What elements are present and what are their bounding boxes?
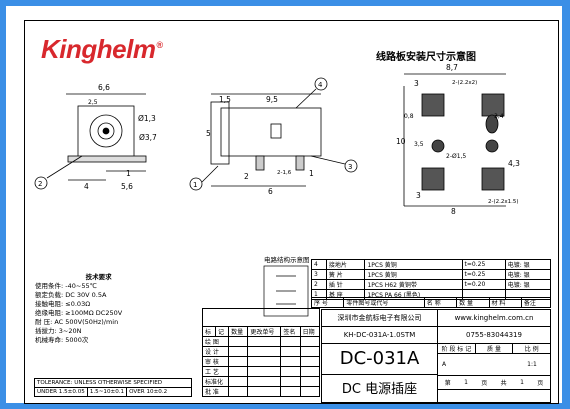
svg-text:Ø1,3: Ø1,3 [138, 114, 156, 123]
svg-text:3,5: 3,5 [414, 141, 424, 148]
svg-text:2-Ø1,5: 2-Ø1,5 [446, 153, 466, 160]
kinghelm-logo: Kinghelm® [41, 34, 163, 64]
drawing-sheet: Kinghelm® 线路板安装尺寸示意图 [6, 6, 562, 404]
svg-text:2-1,6: 2-1,6 [277, 170, 292, 176]
svg-text:0,8: 0,8 [404, 113, 414, 120]
technical-requirements: 技术要求 使用条件: -40~55℃ 额定负载: DC 30V 0.5A 接触电… [35, 273, 123, 344]
tolerance-box: TOLERANCE: UNLESS OTHERWISE SPECIFIED UN… [34, 378, 192, 397]
phone: 0755-83044319 [437, 327, 550, 343]
svg-text:2: 2 [244, 172, 249, 181]
svg-text:1: 1 [193, 181, 197, 189]
pcb-view [403, 73, 506, 207]
website: www.kinghelm.com.cn [437, 310, 550, 326]
svg-text:6,6: 6,6 [98, 83, 110, 92]
svg-text:3: 3 [414, 79, 419, 88]
svg-text:9,5: 9,5 [266, 95, 278, 104]
svg-text:2,5: 2,5 [88, 99, 98, 106]
svg-text:10: 10 [396, 137, 406, 146]
svg-text:6: 6 [268, 187, 273, 196]
drawing-title: 线路板安装尺寸示意图 [376, 52, 476, 63]
svg-text:Ø3,7: Ø3,7 [139, 133, 157, 142]
drawing-border [24, 20, 559, 404]
svg-text:3: 3 [416, 191, 421, 200]
svg-text:3: 3 [348, 163, 352, 171]
company-name: 深圳市金航标电子有限公司 [337, 314, 422, 322]
part-number: DC-031A [322, 344, 437, 375]
svg-text:2: 2 [38, 180, 42, 188]
side-view [189, 77, 358, 191]
svg-text:2-(2.2x2): 2-(2.2x2) [452, 80, 477, 86]
bom-header: 序 号零件图号或代号名 称数 量材 料备注 [310, 297, 552, 308]
svg-text:2-(2.2x1.5): 2-(2.2x1.5) [488, 199, 519, 205]
title-block: 深圳市金航标电子有限公司 www.kinghelm.com.cn KH-DC-0… [321, 309, 551, 404]
svg-text:5: 5 [206, 129, 211, 138]
svg-text:8: 8 [451, 207, 456, 216]
drawing-number: KH-DC-031A-1.0STM [343, 331, 416, 339]
svg-text:4,3: 4,3 [508, 159, 520, 168]
technical-drawings: 6,6 2,5 Ø1,3 Ø3,7 4 1 5,6 2 1,5 9,5 5 2 … [34, 63, 520, 317]
svg-text:4: 4 [84, 182, 89, 191]
svg-text:4: 4 [318, 81, 323, 89]
svg-text:8,7: 8,7 [446, 63, 458, 72]
svg-text:3,4: 3,4 [494, 113, 504, 120]
svg-text:1,5: 1,5 [219, 95, 231, 104]
front-view [34, 93, 147, 190]
svg-text:电路结构示意图: 电路结构示意图 [264, 255, 310, 264]
part-name: DC 电源插座 [341, 382, 418, 397]
svg-text:1: 1 [126, 169, 131, 178]
revision-table: 标记数量更改单号签名日期 绘 图 设 计 审 核 工 艺 标准化 批 准 [201, 308, 321, 397]
svg-text:5,6: 5,6 [121, 182, 133, 191]
svg-text:1: 1 [309, 169, 314, 178]
